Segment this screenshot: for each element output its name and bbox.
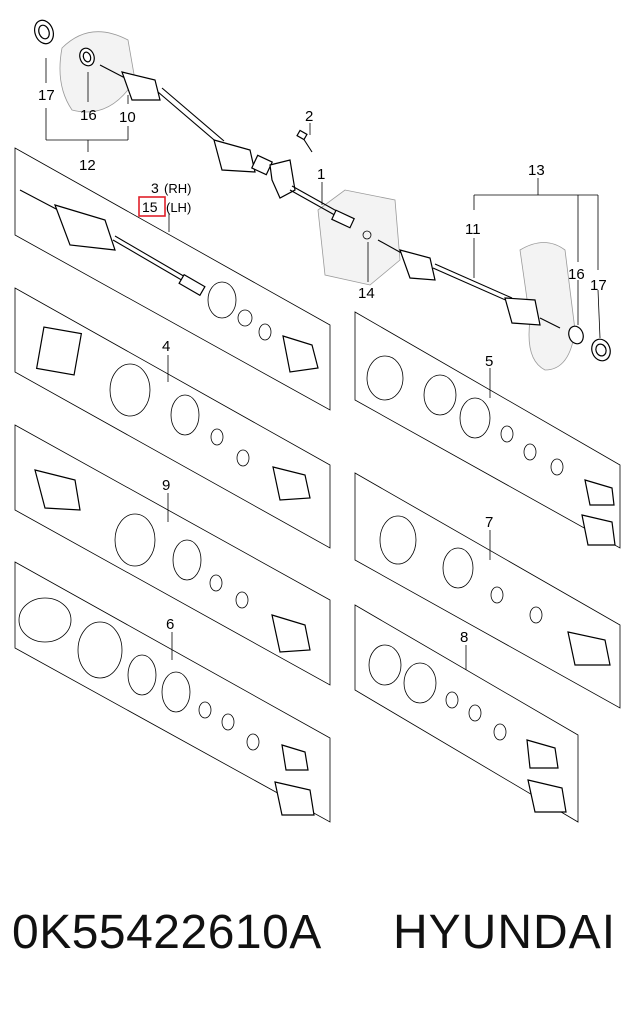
panel-6: [14, 561, 331, 823]
callout-1: 1: [317, 166, 325, 183]
callout-bracket-12: [45, 108, 129, 152]
panel-4: [14, 287, 331, 549]
callout-5: 5: [485, 353, 493, 370]
panel-8: [354, 604, 579, 823]
brand-name: HYUNDAI: [393, 906, 617, 959]
callout-7: 7: [485, 514, 493, 531]
left-drive-shaft: [33, 19, 274, 176]
callout-11: 11: [465, 221, 481, 238]
callout-14: 14: [358, 285, 375, 302]
right-drive-shaft: [377, 239, 611, 362]
knuckle-ghost-left: [59, 31, 136, 113]
exploded-parts-diagram: 17 16 10 12 2 1 3 (RH) 15 (LH) 13 11 16 …: [14, 19, 621, 823]
callout-17-right: 17: [590, 277, 607, 294]
highlight-box-15: [138, 196, 166, 217]
panel-9: [14, 424, 331, 686]
callout-13: 13: [528, 162, 545, 179]
leader-lines-top: [45, 58, 601, 339]
panel-7: [354, 472, 621, 709]
callout-16-right: 16: [568, 266, 585, 283]
bolt-2: [296, 129, 313, 153]
knuckle-ghost-right: [519, 242, 576, 371]
panel-leaders: [167, 355, 491, 670]
callout-12: 12: [79, 157, 96, 174]
intermediate-shaft: [289, 185, 372, 240]
callout-8: 8: [460, 629, 468, 646]
callout-bracket-13: [473, 178, 599, 278]
caption-bar: 0K55422610A HYUNDAI: [0, 905, 643, 985]
callout-15: 15: [142, 199, 158, 215]
part-number: 0K55422610A: [12, 906, 322, 959]
panel-5: [354, 311, 621, 549]
callout-15-suffix: (LH): [166, 200, 191, 215]
panel-shaft-kit: [14, 147, 331, 411]
callout-10: 10: [119, 109, 136, 126]
callout-4: 4: [162, 338, 170, 355]
callout-17-left: 17: [38, 87, 55, 104]
callout-9: 9: [162, 477, 170, 494]
callout-3: 3: [151, 180, 159, 196]
callout-16-left: 16: [80, 107, 97, 124]
callout-2: 2: [305, 108, 313, 125]
center-bearing-bracket: [269, 159, 296, 199]
callout-3-suffix: (RH): [164, 181, 191, 196]
callout-6: 6: [166, 616, 174, 633]
transaxle-ghost: [317, 189, 401, 286]
